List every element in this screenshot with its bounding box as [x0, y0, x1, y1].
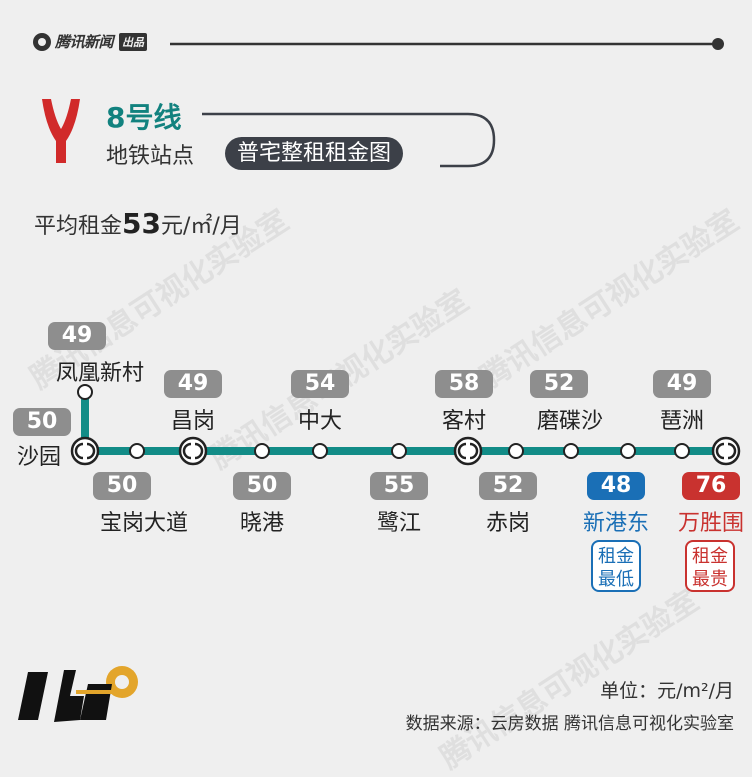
station-price: 50 — [233, 472, 291, 500]
station-price: 49 — [48, 322, 106, 350]
data-source: 数据来源：云房数据 腾讯信息可视化实验室 — [405, 714, 734, 734]
station-name: 万胜围 — [677, 511, 745, 536]
average-unit: 元/㎡/月 — [160, 214, 242, 239]
caikan-logo — [18, 666, 138, 722]
station-name: 赤岗 — [485, 511, 531, 536]
station-marker — [563, 443, 579, 459]
line-title: 8号线 — [106, 101, 182, 134]
metro-line-diagram — [70, 384, 741, 466]
tag-text: 最低 — [598, 569, 634, 590]
transfer-station-icon — [711, 436, 741, 466]
station-marker — [77, 384, 93, 400]
station-marker — [312, 443, 328, 459]
station-name: 宝岗大道 — [99, 511, 189, 536]
tag-text: 租金 — [598, 546, 634, 567]
station-name: 中大 — [297, 409, 343, 434]
transfer-station-icon — [70, 436, 100, 466]
station-name: 晓港 — [239, 511, 285, 536]
header-rule — [170, 38, 724, 50]
title-subtitle: 地铁站点 — [106, 144, 195, 169]
tag-text: 租金 — [692, 546, 728, 567]
station-price: 50 — [93, 472, 151, 500]
guangzhou-metro-logo-icon — [42, 99, 80, 163]
station-price: 58 — [435, 370, 493, 398]
title-bracket — [202, 112, 496, 168]
brand-text: 腾讯新闻 — [55, 33, 114, 51]
highest-rent-tag: 租金 最贵 — [685, 540, 735, 592]
average-rent: 平均租金53元/㎡/月 — [34, 207, 242, 240]
tencent-news-logo-icon — [33, 32, 51, 51]
brand-header: 腾讯新闻 出品 — [33, 31, 148, 52]
station-marker — [620, 443, 636, 459]
station-name: 客村 — [441, 409, 487, 434]
station-marker — [391, 443, 407, 459]
station-name: 新港东 — [582, 511, 650, 536]
station-price: 76 — [682, 472, 740, 500]
brand-badge: 出品 — [119, 32, 148, 51]
station-name: 琶洲 — [659, 409, 705, 434]
unit-note: 单位：元/m²/月 — [600, 680, 734, 702]
station-price: 49 — [164, 370, 222, 398]
station-price: 48 — [587, 472, 645, 500]
transfer-station-icon — [178, 436, 208, 466]
station-price: 55 — [370, 472, 428, 500]
station-price: 52 — [530, 370, 588, 398]
station-name: 沙园 — [16, 445, 62, 470]
station-marker — [674, 443, 690, 459]
station-marker — [254, 443, 270, 459]
station-name: 昌岗 — [170, 409, 216, 434]
station-name: 凤凰新村 — [55, 361, 145, 386]
title-highlight: 普宅整租租金图 — [225, 137, 404, 170]
transfer-station-icon — [453, 436, 483, 466]
station-name: 鹭江 — [376, 511, 422, 536]
station-price: 50 — [13, 408, 71, 436]
average-prefix: 平均租金 — [34, 214, 123, 239]
station-marker — [129, 443, 145, 459]
tag-text: 最贵 — [692, 569, 728, 590]
average-value: 53 — [122, 207, 161, 240]
station-marker — [508, 443, 524, 459]
station-price: 54 — [291, 370, 349, 398]
station-name: 磨碟沙 — [536, 409, 604, 434]
station-price: 49 — [653, 370, 711, 398]
lowest-rent-tag: 租金 最低 — [591, 540, 641, 592]
station-price: 52 — [479, 472, 537, 500]
infographic: 腾讯信息可视化实验室 腾讯信息可视化实验室 腾讯信息可视化实验室 腾讯信息可视化… — [13, 31, 745, 776]
